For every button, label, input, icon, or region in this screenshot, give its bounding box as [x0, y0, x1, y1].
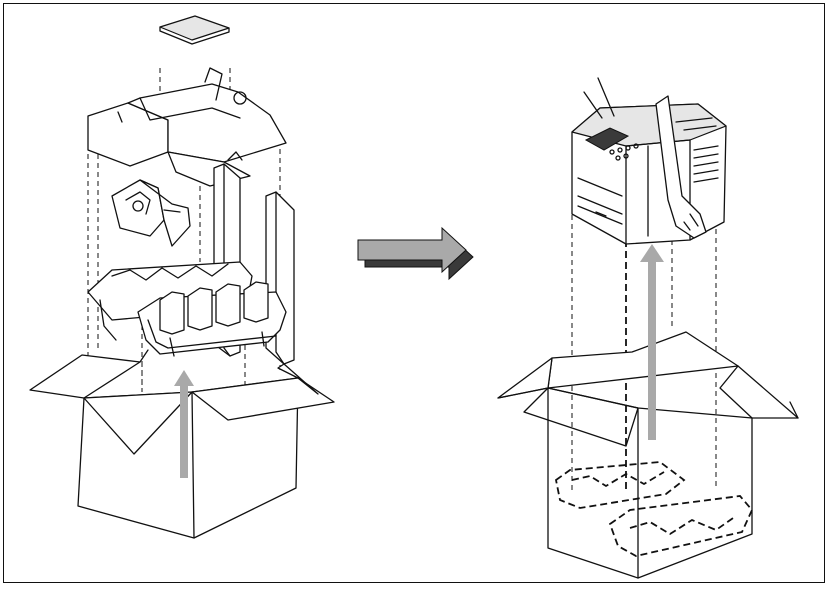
- dashed-interior-trays: [555, 461, 754, 557]
- right-lift-arrow: [640, 244, 664, 440]
- top-pad: [159, 15, 230, 45]
- arrow-right-icon: [357, 226, 474, 281]
- cardboard-top-tray: [87, 67, 287, 187]
- front-foam-tray: [137, 281, 287, 357]
- right-open-box: [497, 331, 799, 579]
- left-packing-group: [29, 15, 335, 539]
- foam-insert: [111, 179, 191, 247]
- right-printer-group: [497, 77, 799, 579]
- lifting-hands: [583, 77, 707, 239]
- left-lift-arrow: [174, 370, 194, 478]
